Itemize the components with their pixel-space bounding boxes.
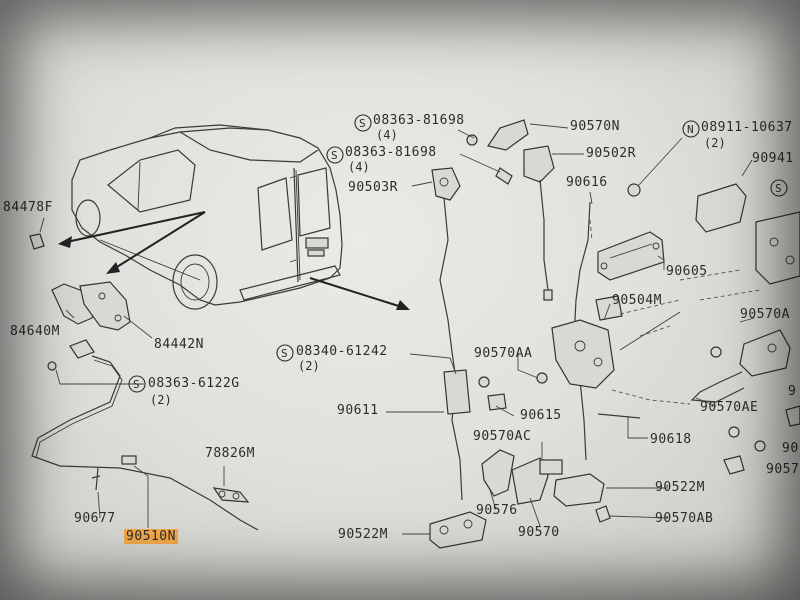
part-label-90941: 90941 bbox=[752, 151, 794, 166]
circled-s-symbol-2: S bbox=[326, 146, 344, 164]
part-label-90570n: 90570N bbox=[570, 119, 620, 134]
part-label-90522m-right: 90522M bbox=[655, 480, 705, 495]
part-label-90570a: 90570A bbox=[740, 307, 790, 322]
part-label-90605: 90605 bbox=[666, 264, 708, 279]
quantity-label: (4) bbox=[348, 160, 370, 174]
part-label-90510n-highlighted: 90510N bbox=[124, 529, 178, 544]
highlight-mark: 90510N bbox=[124, 529, 178, 544]
svg-text:S: S bbox=[133, 378, 140, 391]
part-label-08363-81698-a: 08363-81698 bbox=[373, 113, 465, 128]
circled-n-symbol: N bbox=[682, 120, 700, 138]
svg-text:S: S bbox=[775, 182, 782, 195]
part-label-90615: 90615 bbox=[520, 408, 562, 423]
circled-s-symbol-1: S bbox=[354, 114, 372, 132]
circled-s-symbol-4: S bbox=[128, 375, 146, 393]
part-label-78826m: 78826M bbox=[205, 446, 255, 461]
van-illustration bbox=[71, 124, 343, 310]
part-label-90570aa: 90570AA bbox=[474, 346, 533, 361]
part-label-90502r: 90502R bbox=[586, 146, 636, 161]
part-label-84478f: 84478F bbox=[3, 200, 53, 215]
quantity-label: (2) bbox=[150, 393, 172, 407]
quantity-label: (4) bbox=[376, 128, 398, 142]
svg-text:S: S bbox=[359, 117, 366, 130]
part-label-90504m: 90504M bbox=[612, 293, 662, 308]
pointer-arrows bbox=[58, 211, 410, 310]
part-label-90570ab: 90570AB bbox=[655, 511, 714, 526]
quantity-label: (2) bbox=[298, 359, 320, 373]
part-label-90570: 90570 bbox=[518, 525, 560, 540]
right-side-parts bbox=[627, 183, 800, 475]
quantity-label: (2) bbox=[704, 136, 726, 150]
part-label-08363-6122g: 08363-6122G bbox=[148, 376, 240, 391]
part-label-90570ae: 90570AE bbox=[700, 400, 759, 415]
part-label-cropped-9: 9 bbox=[788, 384, 797, 399]
svg-text:S: S bbox=[281, 347, 288, 360]
part-label-90522m-lower: 90522M bbox=[338, 527, 388, 542]
svg-text:N: N bbox=[687, 123, 694, 136]
part-label-84442n: 84442N bbox=[154, 337, 204, 352]
rear-door-lock-parts bbox=[429, 119, 691, 549]
part-label-08340-61242: 08340-61242 bbox=[296, 344, 388, 359]
part-label-84640m: 84640M bbox=[10, 324, 60, 339]
part-label-08911-10637: 08911-10637 bbox=[701, 120, 793, 135]
circled-s-symbol-5: S bbox=[770, 179, 788, 197]
part-label-90618: 90618 bbox=[650, 432, 692, 447]
part-label-90503r: 90503R bbox=[348, 180, 398, 195]
part-label-90570ac: 90570AC bbox=[473, 429, 532, 444]
fuel-lid-parts bbox=[29, 233, 259, 531]
circled-s-symbol-3: S bbox=[276, 344, 294, 362]
part-label-cropped-90: 90 bbox=[782, 441, 799, 456]
svg-text:S: S bbox=[331, 149, 338, 162]
leader-lines bbox=[39, 123, 755, 535]
part-label-90616: 90616 bbox=[566, 175, 608, 190]
part-label-08363-81698-b: 08363-81698 bbox=[345, 145, 437, 160]
part-label-90576: 90576 bbox=[476, 503, 518, 518]
part-label-90677: 90677 bbox=[74, 511, 116, 526]
part-label-cropped-9057: 9057 bbox=[766, 462, 800, 477]
part-label-90611: 90611 bbox=[337, 403, 379, 418]
